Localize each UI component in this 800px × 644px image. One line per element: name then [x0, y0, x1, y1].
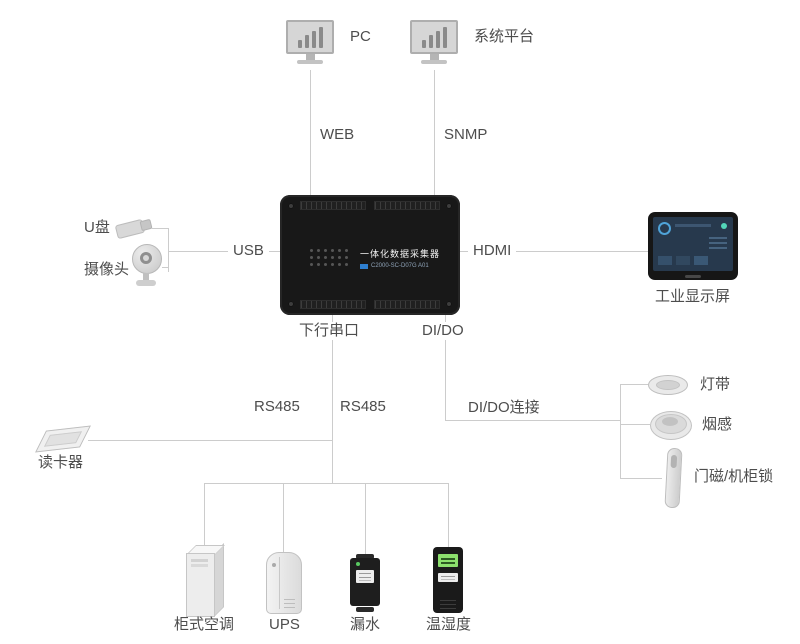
door-lock-label: 门磁/机柜锁: [694, 468, 774, 485]
line-stub-door-lock: [620, 478, 662, 479]
dido-link-label: DI/DO连接: [468, 399, 540, 416]
line-drop-ups: [283, 483, 284, 552]
pc-monitor-icon: [286, 20, 334, 64]
door-lock-icon: [660, 447, 685, 509]
platform-monitor-icon: [410, 20, 458, 64]
device-model: C2000-SC-D07G A01: [371, 263, 429, 269]
line-left-bracket: [168, 228, 169, 272]
dido-port-label: DI/DO: [417, 322, 469, 340]
smoke-sensor-label: 烟感: [702, 416, 733, 433]
industrial-display-icon: [648, 212, 738, 280]
card-reader-label: 读卡器: [38, 454, 84, 471]
camera-icon: [130, 244, 162, 290]
light-strip-label: 灯带: [700, 376, 731, 393]
line-bus: [204, 483, 448, 484]
line-stub-camera: [162, 267, 168, 268]
snmp-label: SNMP: [444, 126, 488, 143]
usb-drive-label: U盘: [84, 219, 110, 236]
line-snmp: [434, 70, 435, 195]
line-drop-leak: [365, 483, 366, 554]
water-leak-icon: [347, 554, 383, 612]
temp-humidity-label: 温湿度: [426, 616, 472, 633]
card-reader-icon: [35, 424, 91, 456]
rs485-left-label: RS485: [254, 398, 300, 415]
rs485-right-label: RS485: [340, 398, 386, 415]
device-blue-chip: [360, 263, 368, 269]
air-conditioner-label: 柜式空调: [174, 616, 235, 633]
hdmi-label: HDMI: [468, 242, 517, 260]
smoke-sensor-icon: [650, 408, 692, 440]
ups-icon: [266, 552, 302, 614]
temp-humidity-icon: [433, 547, 463, 613]
platform-label: 系统平台: [474, 28, 535, 45]
device-title: 一体化数据采集器: [360, 249, 441, 259]
line-stub-light-strip: [620, 384, 648, 385]
line-stub-smoke: [620, 424, 650, 425]
device-led-grid: [310, 248, 350, 268]
line-drop-ac: [204, 483, 205, 545]
line-hdmi: [460, 251, 648, 252]
line-usb: [168, 251, 280, 252]
line-stub-usb-drive: [152, 228, 168, 229]
usb-drive-icon: [114, 214, 154, 242]
camera-label: 摄像头: [84, 261, 130, 278]
data-collector-device: 一体化数据采集器 C2000-SC-D07G A01: [280, 195, 460, 315]
line-web: [310, 70, 311, 195]
display-label: 工业显示屏: [655, 288, 731, 305]
web-label: WEB: [320, 126, 355, 143]
ups-label: UPS: [269, 616, 300, 633]
line-serial: [332, 315, 333, 483]
water-leak-label: 漏水: [350, 616, 381, 633]
air-conditioner-icon: [186, 543, 226, 617]
line-dido-link: [445, 420, 620, 421]
line-dido: [445, 315, 446, 420]
line-right-bracket: [620, 384, 621, 478]
pc-label: PC: [350, 28, 371, 45]
line-drop-th: [448, 483, 449, 547]
usb-port-label: USB: [228, 242, 269, 260]
light-strip-icon: [648, 372, 688, 396]
line-card-reader: [88, 440, 332, 441]
serial-port-label: 下行串口: [294, 322, 365, 340]
